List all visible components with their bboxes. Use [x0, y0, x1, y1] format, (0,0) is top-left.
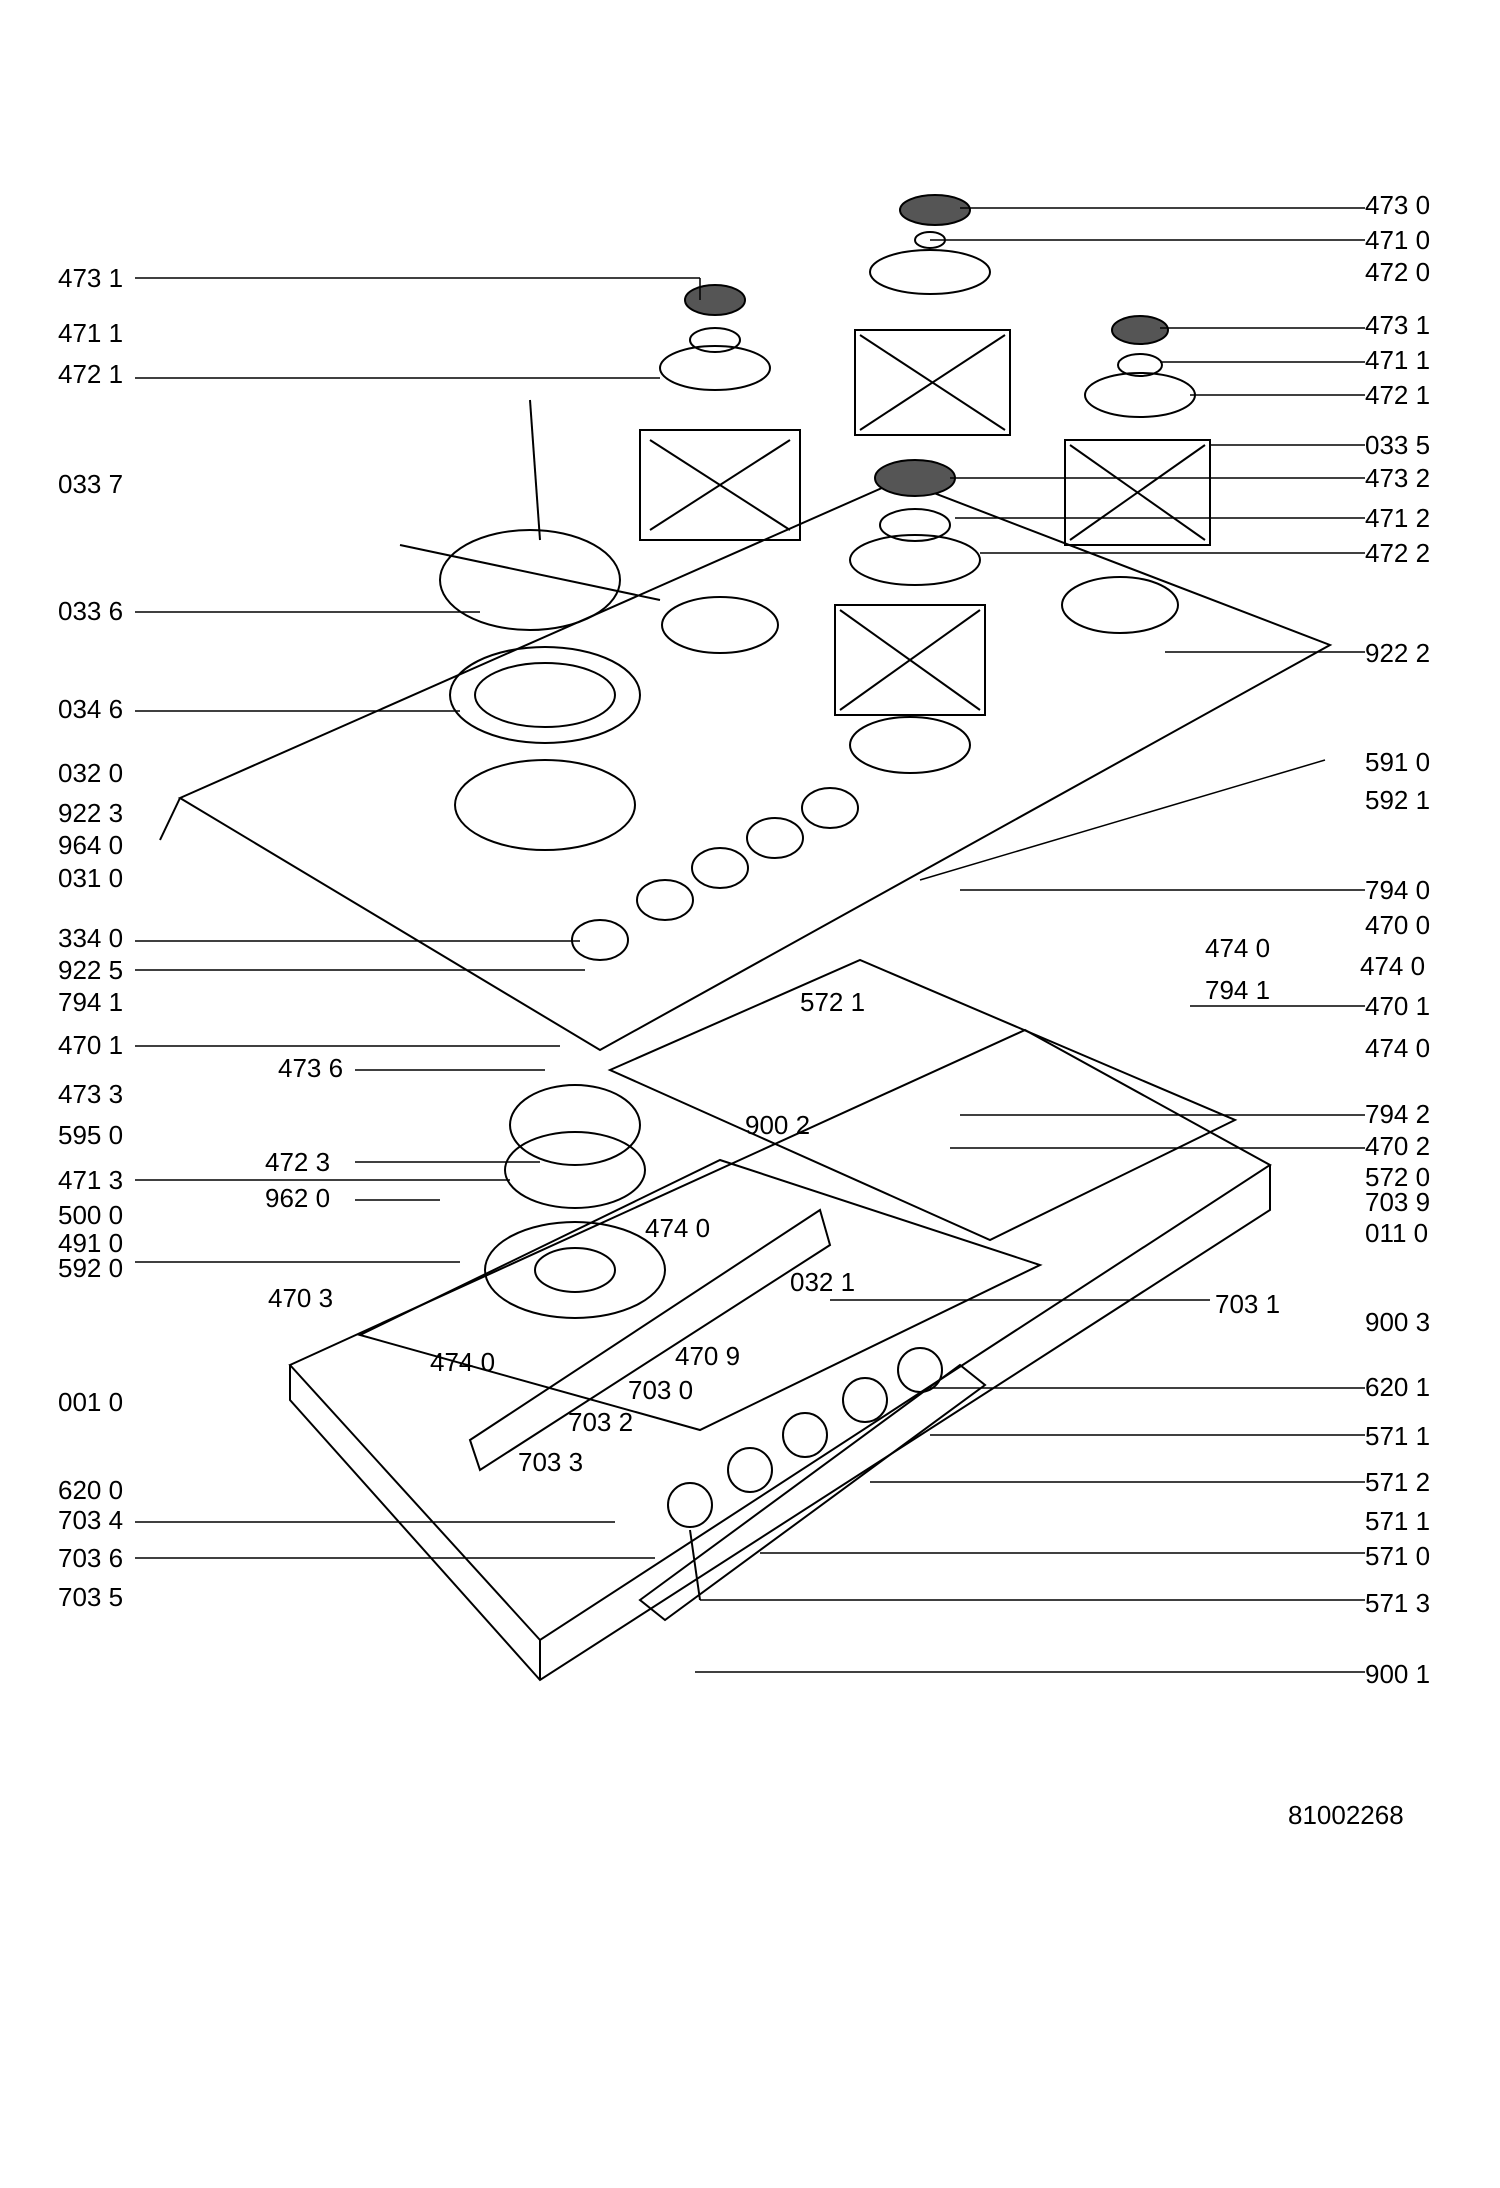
part-label-right: 592 1	[1365, 785, 1431, 815]
part-label-right: 703 9	[1365, 1187, 1431, 1217]
part-label-inner: 703 2	[568, 1407, 634, 1437]
part-label-left: 922 5	[58, 955, 124, 985]
part-label-right: 571 0	[1365, 1541, 1431, 1571]
part-label-left: 703 5	[58, 1582, 124, 1612]
part-label-right: 620 1	[1365, 1372, 1431, 1402]
part-label-left: 620 0	[58, 1475, 124, 1505]
part-label-left: 334 0	[58, 923, 124, 953]
part-label-left: 473 1	[58, 263, 124, 293]
part-label-right: 470 2	[1365, 1131, 1431, 1161]
part-label-left: 473 3	[58, 1079, 124, 1109]
gas-valves	[667, 1347, 943, 1601]
part-label-left: 962 0	[265, 1183, 331, 1213]
bottom-chassis	[288, 1028, 1272, 1682]
part-label-left: 922 3	[58, 798, 124, 828]
part-label-right: 033 5	[1365, 430, 1431, 460]
part-label-right: 794 0	[1365, 875, 1431, 905]
pan-support-center	[834, 604, 986, 716]
part-label-right: 472 0	[1365, 257, 1431, 287]
part-label-inner: 032 1	[790, 1267, 856, 1297]
part-label-right: 572 0	[1365, 1162, 1431, 1192]
pan-support-right	[1064, 439, 1211, 546]
part-label-right: 703 1	[1215, 1289, 1281, 1319]
burner-tray	[357, 958, 1238, 1472]
part-label-left: 703 6	[58, 1543, 124, 1573]
part-label-right: 470 1	[1365, 991, 1431, 1021]
part-label-inner: 572 1	[800, 987, 866, 1017]
part-label-right: 474 0	[1360, 951, 1426, 981]
part-label-left: 470 1	[58, 1030, 124, 1060]
part-label-left: 033 6	[58, 596, 124, 626]
part-label-inner: 703 0	[628, 1375, 694, 1405]
part-label-right: 472 1	[1365, 380, 1431, 410]
part-label-left: 473 6	[278, 1053, 344, 1083]
part-label-right: 571 3	[1365, 1588, 1431, 1618]
part-label-inner: 900 2	[745, 1110, 811, 1140]
part-label-left: 472 1	[58, 359, 124, 389]
part-label-inner: 470 9	[675, 1341, 741, 1371]
part-label-left: 491 0	[58, 1228, 124, 1258]
part-label-right: 571 1	[1365, 1421, 1431, 1451]
part-label-left: 001 0	[58, 1387, 124, 1417]
part-label-left: 471 3	[58, 1165, 124, 1195]
part-label-right: 474 0	[1365, 1033, 1431, 1063]
part-label-right: 471 1	[1365, 345, 1431, 375]
burner-caps	[659, 194, 1196, 586]
document-number: 81002268	[1288, 1800, 1404, 1830]
part-label-right: 011 0	[1365, 1218, 1429, 1248]
part-label-right: 473 0	[1365, 190, 1431, 220]
part-label-left: 034 6	[58, 694, 124, 724]
part-label-left: 474 0	[430, 1347, 496, 1377]
part-label-inner: 474 0	[645, 1213, 711, 1243]
gasket-rings	[449, 576, 1179, 851]
part-label-left: 964 0	[58, 830, 124, 860]
pan-support-left	[399, 399, 661, 631]
pan-support-center-left	[639, 429, 801, 541]
part-label-left: 033 7	[58, 469, 124, 499]
part-label-right: 922 2	[1365, 638, 1431, 668]
part-label-left: 500 0	[58, 1200, 124, 1230]
part-label-right: 571 1	[1365, 1506, 1431, 1536]
pan-support-top	[854, 329, 1011, 436]
part-label-left: 703 4	[58, 1505, 124, 1535]
part-label-left: 592 0	[58, 1253, 124, 1283]
part-label-right: 900 3	[1365, 1307, 1431, 1337]
part-label-right: 474 0	[1205, 933, 1271, 963]
part-label-right: 472 2	[1365, 538, 1431, 568]
part-label-right: 471 0	[1365, 225, 1431, 255]
part-label-right: 794 1	[1205, 975, 1271, 1005]
part-label-left: 470 3	[268, 1283, 334, 1313]
part-label-left: 472 3	[265, 1147, 331, 1177]
part-label-right: 591 0	[1365, 747, 1431, 777]
part-label-right: 794 2	[1365, 1099, 1431, 1129]
part-label-right: 571 2	[1365, 1467, 1431, 1497]
hob-glass-plate	[159, 478, 1333, 1052]
leader-lines	[135, 207, 1365, 1673]
part-label-left: 471 1	[58, 318, 124, 348]
part-label-right: 473 2	[1365, 463, 1431, 493]
part-label-left: 794 1	[58, 987, 124, 1017]
part-label-right: 473 1	[1365, 310, 1431, 340]
part-label-inner: 703 3	[518, 1447, 584, 1477]
control-rail	[638, 1363, 987, 1622]
part-label-left: 595 0	[58, 1120, 124, 1150]
part-label-right: 900 1	[1365, 1659, 1431, 1689]
part-label-right: 471 2	[1365, 503, 1431, 533]
part-label-left: 031 0	[58, 863, 124, 893]
part-label-left: 032 0	[58, 758, 124, 788]
control-knobs	[571, 787, 859, 961]
part-label-right: 470 0	[1365, 910, 1431, 940]
wok-burner	[484, 1084, 666, 1319]
